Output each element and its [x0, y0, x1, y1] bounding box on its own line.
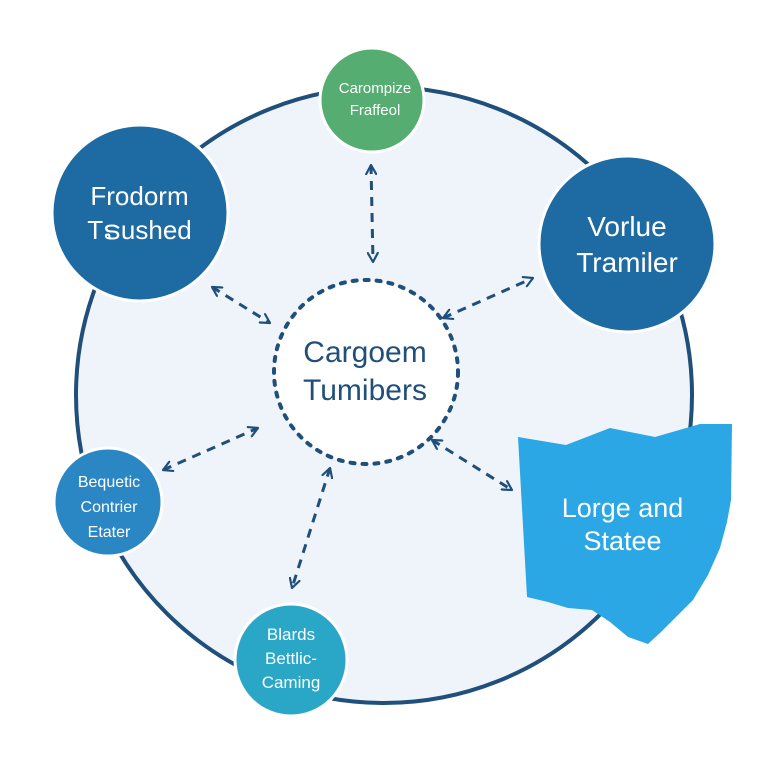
connector-bottom	[292, 468, 330, 588]
connector-top	[371, 165, 373, 262]
node-left-circle	[52, 446, 164, 558]
connector-upper-left	[212, 285, 270, 325]
node-bottom-circle	[233, 602, 349, 718]
node-upper-left-circle	[50, 123, 230, 303]
connector-upper-right	[443, 278, 533, 318]
state-shape	[518, 424, 732, 644]
node-upper-right-circle	[537, 154, 717, 334]
connector-left	[163, 428, 258, 470]
node-top-circle	[318, 46, 426, 154]
center-hub	[272, 278, 460, 466]
